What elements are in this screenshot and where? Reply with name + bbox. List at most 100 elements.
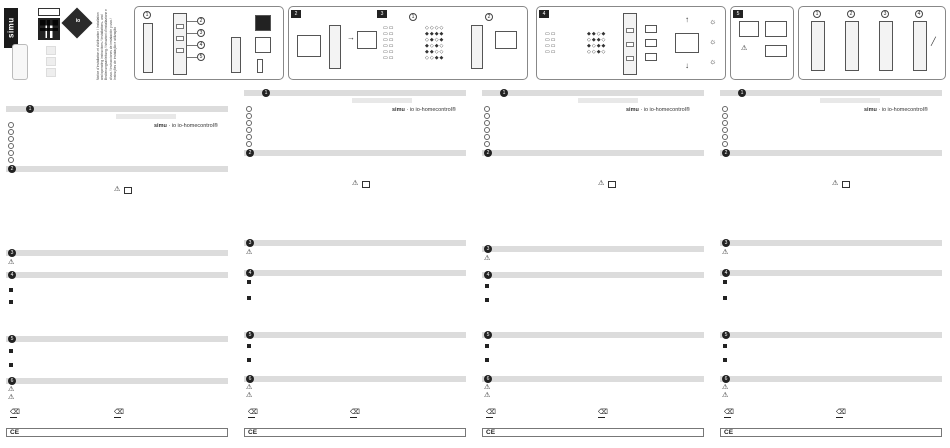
section-badge: 2: [8, 165, 16, 173]
section-badge: 3: [722, 239, 730, 247]
manual-icon: [608, 181, 616, 188]
ce-mark: CE: [6, 428, 228, 437]
recycle-bin-icon: ⌫: [248, 409, 258, 416]
section-badge: 1: [500, 89, 508, 97]
figure-1-label: 1: [143, 11, 151, 19]
screwdriver-icon: ╱: [931, 37, 936, 46]
section-badge: 5: [246, 331, 254, 339]
figure-1-label: 3: [197, 29, 205, 37]
remote-open-view: [879, 21, 893, 71]
figure-number: 3: [377, 10, 387, 18]
recycle-bin-icon: ⌫: [10, 409, 20, 416]
button-strip-illustration: [46, 46, 58, 80]
warning-icon: ⚠: [352, 180, 359, 187]
motor-illustration: [739, 21, 759, 37]
sun-icon: ☼: [709, 57, 717, 66]
manual-icon: [362, 181, 370, 188]
feature-list: [8, 122, 14, 164]
cover-panel: simu io Notice d'installation et d'utili…: [0, 0, 130, 84]
warning-icon: ⚠: [246, 384, 253, 391]
led-pattern-grid: ◆◆◇◆◇◆◆◇◆◇◆◆◇◇◆◇: [587, 31, 607, 55]
remote-front-view: [173, 13, 187, 75]
warning-icon: ⚠: [8, 394, 15, 401]
section-badge: 2: [722, 149, 730, 157]
figure-number: 5: [733, 10, 743, 18]
figure-1-panel: 1 2 3 4 5: [134, 6, 284, 80]
motor-illustration: [675, 33, 699, 53]
house-icon: [255, 37, 271, 53]
section-badge: 6: [8, 377, 16, 385]
remote-front-view: [623, 13, 637, 75]
io-logo-text: io: [75, 18, 81, 24]
section-badge: 1: [26, 105, 34, 113]
qr-code-icon: [38, 18, 60, 40]
section-badge: 5: [722, 331, 730, 339]
sun-icon: ☼: [709, 17, 717, 26]
recycle-bin-icon: ⌫: [724, 409, 734, 416]
figure-4-panel: 4 ▭▭▭▭▭▭▭▭ ◆◆◇◆◇◆◆◇◆◇◆◆◇◇◆◇ ↑ ↓ ☼ ☼ ☼: [536, 6, 726, 80]
warning-icon: ⚠: [722, 249, 729, 256]
section-badge: 4: [8, 271, 16, 279]
figure-1-label: 4: [197, 41, 205, 49]
recycle-bin-icon: ⌫: [486, 409, 496, 416]
illustration-strip: simu io Notice d'installation et d'utili…: [0, 0, 950, 84]
remote-illustration: [329, 25, 341, 69]
language-column-1: 1 simu · io io-homecontrol® 2 ⚠ 3 ⚠ 4 5 …: [6, 96, 232, 442]
warning-icon: ⚠: [722, 392, 729, 399]
section-badge: 1: [262, 89, 270, 97]
figure-3-label: 2: [485, 13, 493, 21]
section-badge: 4: [484, 271, 492, 279]
motor-illustration: [495, 31, 517, 49]
remote-open-view: [913, 21, 927, 71]
warning-icon: ⚠: [484, 384, 491, 391]
figure-6-panel: 1 2 3 4 ╱: [798, 6, 946, 80]
warning-icon: ⚠: [598, 180, 605, 187]
remote-open-view: [811, 21, 825, 71]
warning-icon: ⚠: [484, 255, 491, 262]
warning-icon: ⚠: [832, 180, 839, 187]
rotated-legal-text: Notice d'installation et d'utilisation /…: [96, 8, 117, 80]
section-badge: 3: [246, 239, 254, 247]
feature-list: [246, 106, 252, 148]
feature-list: [722, 106, 728, 148]
recycle-bin-icon: ⌫: [350, 409, 360, 416]
label-box: [38, 8, 60, 16]
warning-icon: ⚠: [114, 186, 121, 193]
section-badge: 6: [246, 375, 254, 383]
recycle-bin-icon: ⌫: [114, 409, 124, 416]
figure-5-panel: 5 ⚠: [730, 6, 794, 80]
feature-list: [484, 106, 490, 148]
language-column-2: 1 simu · io io-homecontrol® 2 ⚠ 3 ⚠ 4 5 …: [244, 89, 470, 442]
ce-mark: CE: [720, 428, 942, 437]
section-badge: 5: [8, 335, 16, 343]
led-list-illustration: ▭▭▭▭▭▭▭▭▭▭▭▭: [383, 25, 395, 61]
brand-logo: simu: [4, 8, 18, 48]
thermometer-icon: [257, 59, 263, 73]
section-badge: 5: [484, 331, 492, 339]
section-badge: 4: [246, 269, 254, 277]
section-badge: 2: [484, 149, 492, 157]
recycle-bin-icon: ⌫: [598, 409, 608, 416]
brand-line: simu · io io-homecontrol®: [864, 107, 928, 113]
brand-line: simu · io io-homecontrol®: [392, 107, 456, 113]
figure-1-label: 5: [197, 53, 205, 61]
warning-icon: ⚠: [741, 45, 748, 52]
figure-3-label: 1: [409, 13, 417, 21]
app-icon: [255, 15, 271, 31]
figure-2-3-panel: 2 → 3 1 ▭▭▭▭▭▭▭▭▭▭▭▭ ◇◇◇◇◆◆◆◆◇◆◇◆◆◇◆◇◆◆◇…: [288, 6, 528, 80]
brand-line: simu · io io-homecontrol®: [154, 123, 218, 129]
warning-icon: ⚠: [8, 386, 15, 393]
remote-illustration: [12, 44, 28, 80]
sun-icon: ☼: [709, 37, 717, 46]
warning-icon: ⚠: [246, 249, 253, 256]
manual-icon: [124, 187, 132, 194]
warning-icon: ⚠: [8, 259, 15, 266]
figure-number: 4: [539, 10, 549, 18]
motor-illustration: [357, 31, 377, 49]
led-pattern-grid: ◇◇◇◇◆◆◆◆◇◆◇◆◆◇◆◇◆◆◇◇◇◇◆◆: [425, 25, 445, 61]
remote-illustration: [471, 25, 483, 69]
language-column-4: 1 simu · io io-homecontrol® 2 ⚠ 3 ⚠ 4 5 …: [720, 89, 946, 442]
motor-illustration: [765, 21, 787, 37]
wall-socket-illustration: [297, 35, 321, 57]
ce-mark: CE: [244, 428, 466, 437]
